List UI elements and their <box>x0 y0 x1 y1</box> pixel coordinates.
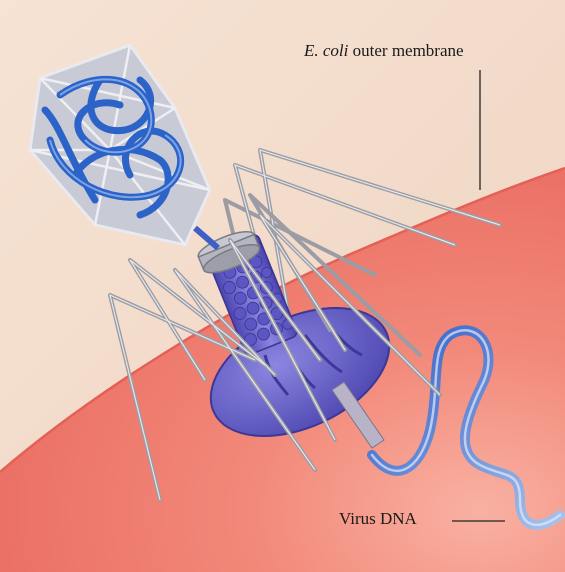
membrane-label-species: E. coli <box>304 41 348 60</box>
membrane-label: E. coli outer membrane <box>304 41 464 61</box>
virus-dna-label: Virus DNA <box>339 509 417 529</box>
membrane-label-rest: outer membrane <box>353 41 464 60</box>
